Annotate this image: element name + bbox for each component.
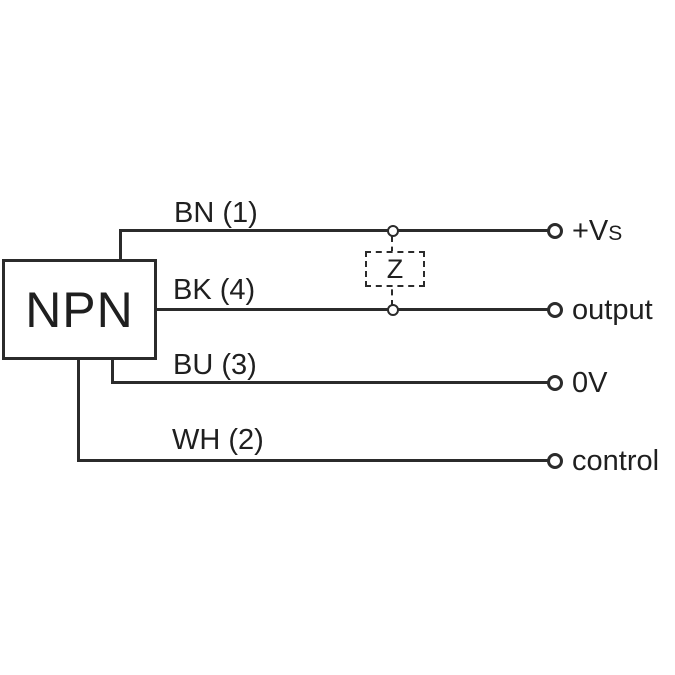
wire-wh-horizontal [77, 459, 548, 462]
load-label: Z [386, 253, 404, 284]
terminal-label-control-text: control [572, 444, 660, 477]
pin-label-bu: BU (3) [173, 349, 257, 381]
pin-label-bk: BK (4) [173, 274, 256, 306]
wire-wh-vertical [77, 358, 80, 462]
device-box: NPN [2, 259, 157, 360]
terminal-label-output: output [572, 293, 653, 327]
wire-bk-horizontal [154, 308, 548, 311]
terminal-circle-output [547, 302, 563, 318]
wire-bu-horizontal [111, 381, 548, 384]
terminal-label-vs-main: +V [572, 214, 609, 247]
terminal-label-0v: 0V [572, 366, 607, 400]
pin-label-bn: BN (1) [174, 197, 258, 229]
pin-label-wh: WH (2) [172, 424, 264, 456]
terminal-label-0v-text: 0V [572, 366, 608, 399]
terminal-label-output-text: output [572, 293, 653, 326]
terminal-circle-vs [547, 223, 563, 239]
terminal-label-vs-sub: S [608, 221, 623, 245]
device-label: NPN [25, 281, 134, 338]
wire-bu-vertical [111, 358, 114, 384]
wire-bn-vertical [119, 229, 122, 261]
junction-dot-output [387, 304, 399, 316]
terminal-circle-0v [547, 375, 563, 391]
terminal-circle-control [547, 453, 563, 469]
wire-bn-horizontal [119, 229, 548, 232]
terminal-label-control: control [572, 444, 659, 478]
load-box: Z [365, 251, 425, 287]
junction-dot-vs [387, 225, 399, 237]
